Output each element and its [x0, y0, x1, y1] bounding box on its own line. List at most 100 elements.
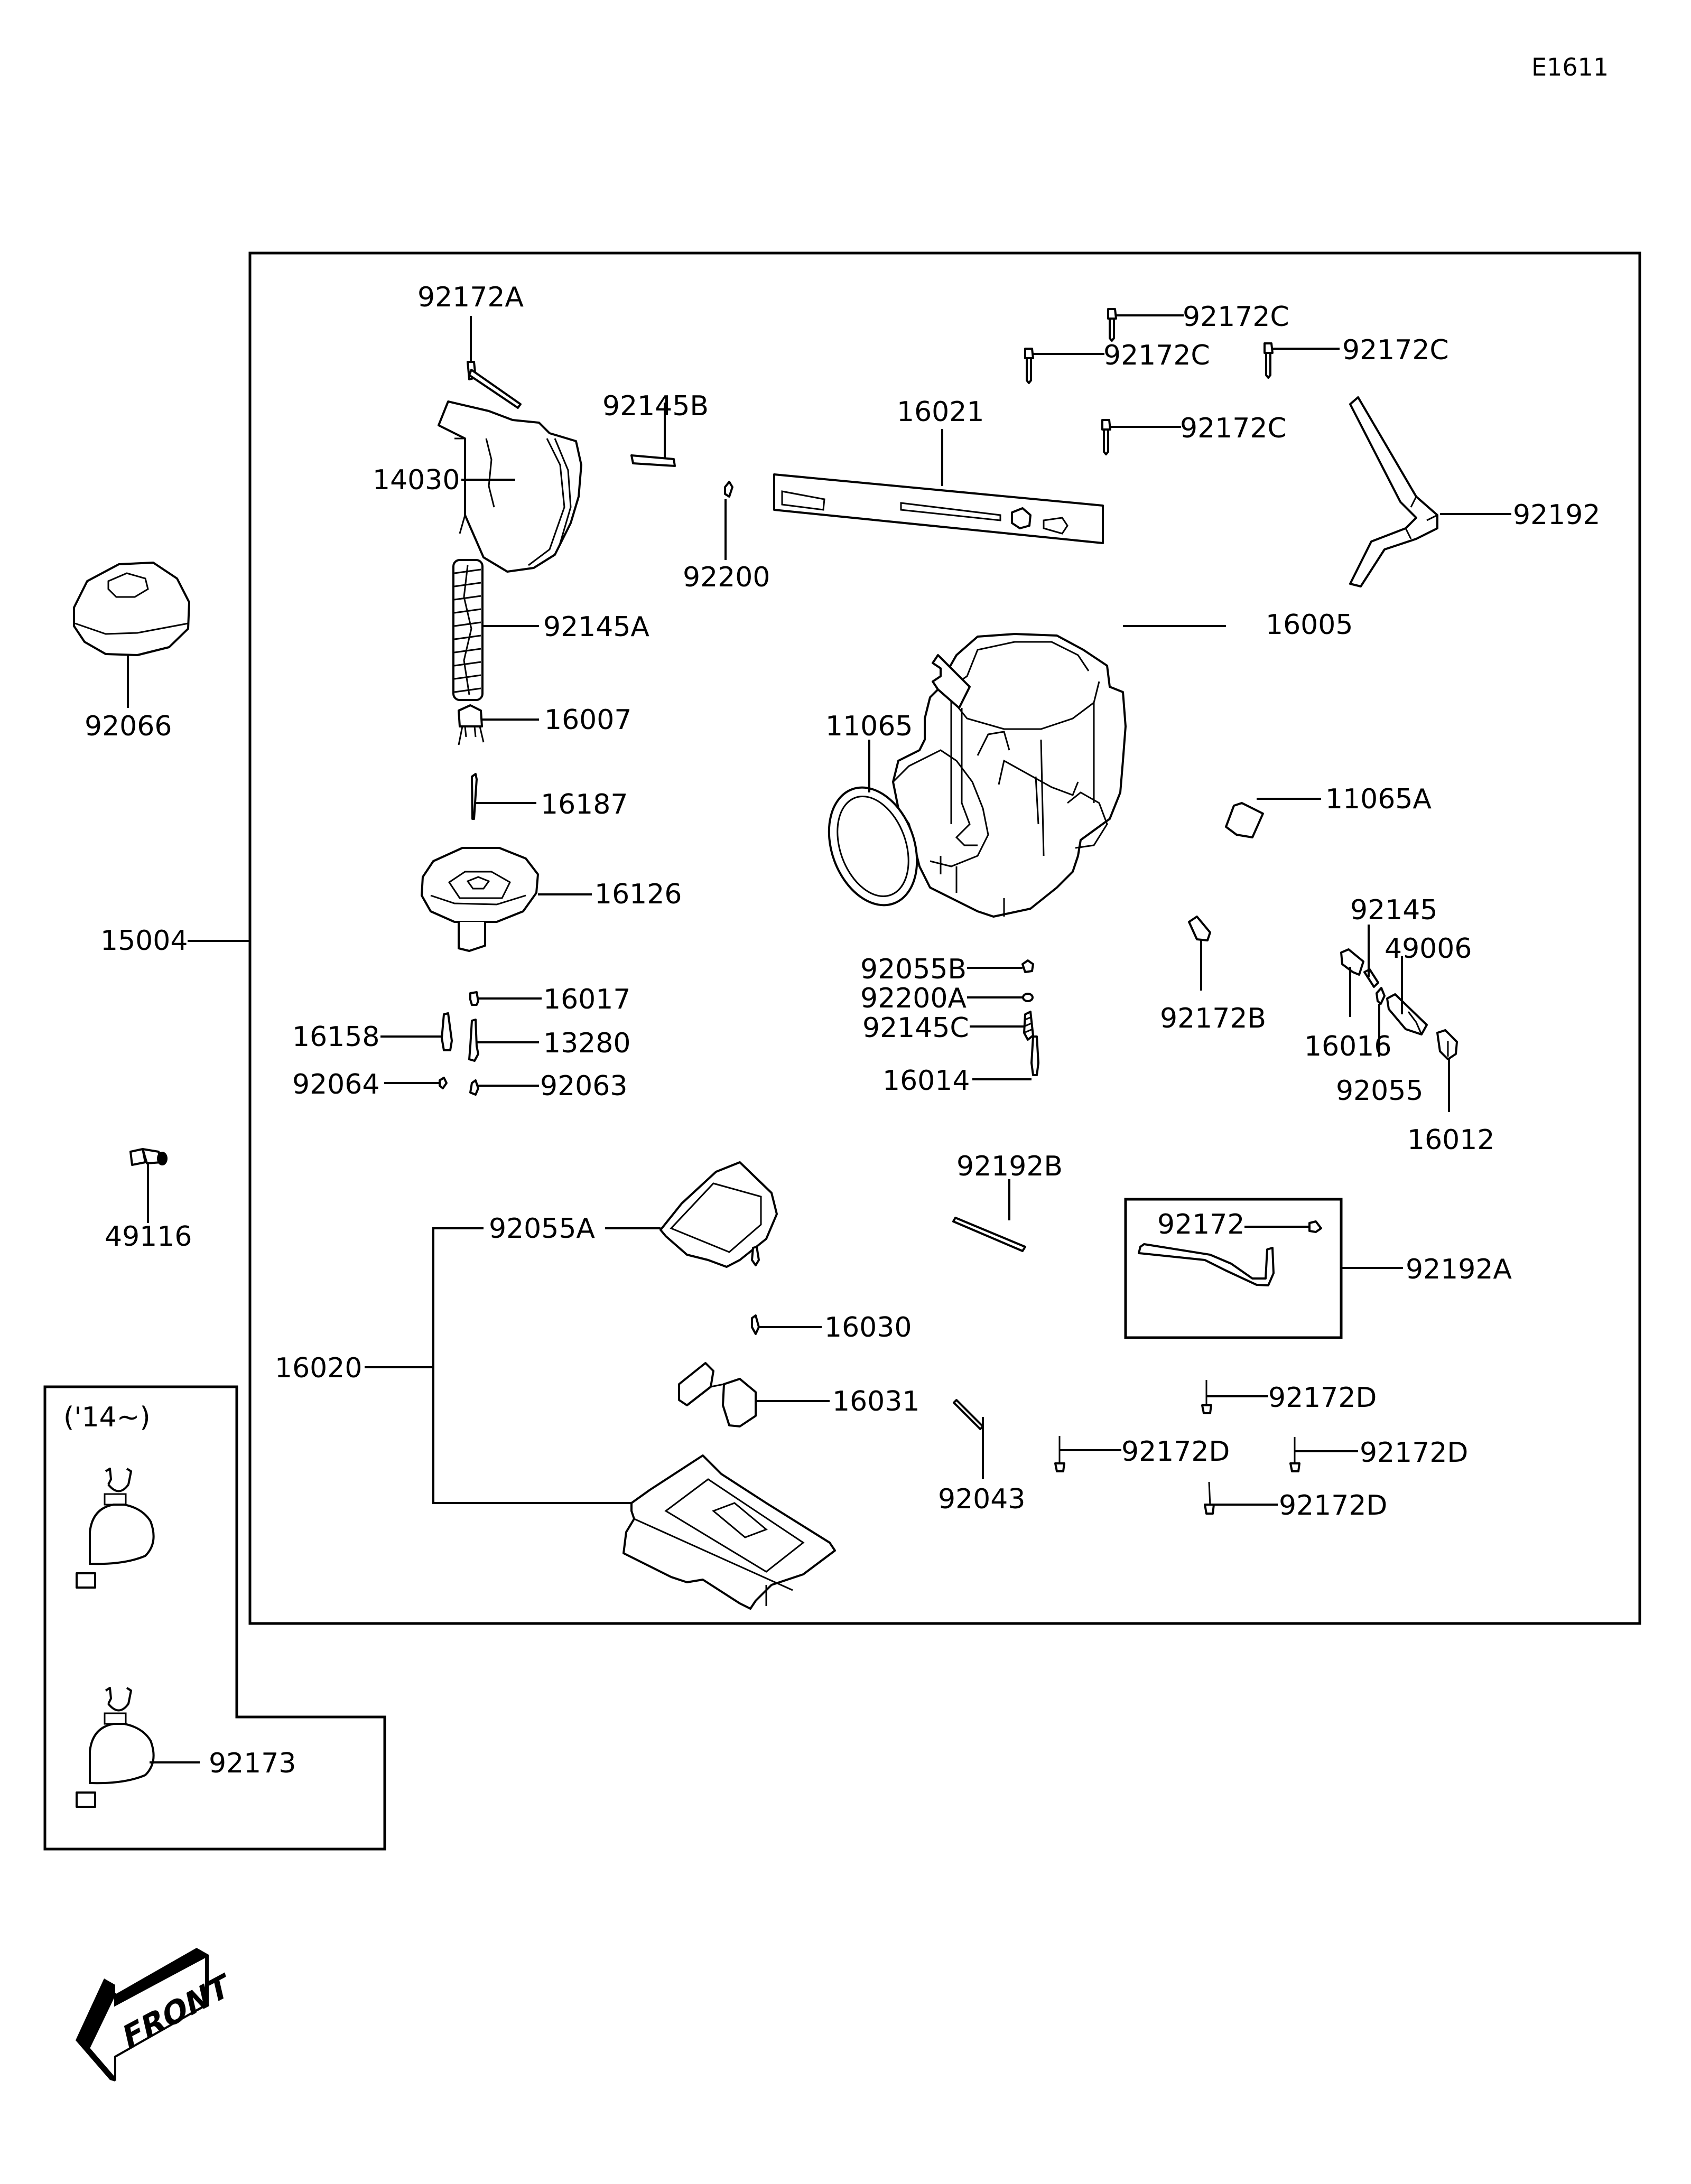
- part-92192A-hose[interactable]: [1138, 1243, 1275, 1286]
- part-92172A-screw[interactable]: [467, 361, 522, 409]
- part-92172D-screw-4[interactable]: [1204, 1481, 1215, 1515]
- callout-16012[interactable]: 16012: [1407, 1124, 1494, 1156]
- callout-92066[interactable]: 92066: [85, 711, 172, 742]
- callout-14030[interactable]: 14030: [373, 464, 460, 496]
- part-92173-clamp-2[interactable]: [76, 1687, 155, 1808]
- part-92173-clamp-1[interactable]: [76, 1468, 155, 1589]
- callout-92172B[interactable]: 92172B: [1160, 1003, 1266, 1034]
- callout-92200[interactable]: 92200: [683, 562, 770, 593]
- callout-92145[interactable]: 92145: [1350, 894, 1437, 926]
- callout-16020[interactable]: 16020: [275, 1352, 362, 1384]
- part-92192-hose[interactable]: [1349, 396, 1438, 587]
- part-16158-jet[interactable]: [441, 1012, 453, 1051]
- callout-92055B[interactable]: 92055B: [860, 954, 967, 985]
- part-16005-carburetor[interactable]: [892, 633, 1127, 918]
- callout-16016[interactable]: 16016: [1304, 1031, 1391, 1062]
- part-92200A-washer[interactable]: [1022, 993, 1034, 1002]
- part-92200-washer[interactable]: [724, 481, 733, 498]
- part-16020-float-bowl[interactable]: [622, 1454, 836, 1610]
- callout-92200A[interactable]: 92200A: [860, 983, 967, 1014]
- part-92172C-screw-1[interactable]: [1107, 308, 1117, 342]
- part-11065-ring[interactable]: [813, 775, 932, 917]
- callout-92172C-2[interactable]: 92172C: [1103, 340, 1210, 371]
- part-92172C-screw-2[interactable]: [1024, 348, 1034, 384]
- callout-92055A[interactable]: 92055A: [489, 1213, 595, 1245]
- part-16126-diaphragm[interactable]: [421, 847, 539, 952]
- part-49006-plunger[interactable]: [1386, 993, 1428, 1035]
- callout-92043[interactable]: 92043: [938, 1483, 1025, 1515]
- callout-13280[interactable]: 13280: [543, 1028, 630, 1059]
- part-13280-needle-jet[interactable]: [468, 1019, 479, 1062]
- callout-92192B[interactable]: 92192B: [956, 1151, 1063, 1182]
- callout-92172D-1[interactable]: 92172D: [1268, 1382, 1377, 1414]
- callout-16187[interactable]: 16187: [541, 789, 628, 820]
- part-11065A-fitting[interactable]: [1225, 802, 1264, 838]
- part-92172-clip[interactable]: [1308, 1220, 1322, 1233]
- callout-49006[interactable]: 49006: [1385, 933, 1472, 965]
- part-16187-needle[interactable]: [471, 773, 478, 820]
- part-16016-valve[interactable]: [1340, 948, 1364, 976]
- part-92145B-pin[interactable]: [630, 454, 676, 467]
- part-92172B-screw[interactable]: [1188, 916, 1211, 941]
- callout-16007[interactable]: 16007: [544, 704, 631, 736]
- callout-92172D-3[interactable]: 92172D: [1360, 1437, 1468, 1469]
- part-92064-washer[interactable]: [439, 1077, 448, 1089]
- callout-92192[interactable]: 92192: [1513, 499, 1600, 531]
- part-16030-pin[interactable]: [751, 1246, 760, 1266]
- part-16005-bracket[interactable]: [932, 654, 978, 846]
- front-arrow-icon: FRONT: [76, 1948, 232, 2082]
- part-16014-screw[interactable]: [1030, 1035, 1039, 1076]
- callout-92172C-3[interactable]: 92172C: [1342, 334, 1449, 366]
- part-92055-oring[interactable]: [1376, 987, 1386, 1005]
- part-16031-float[interactable]: [678, 1362, 757, 1427]
- part-16017-seat[interactable]: [469, 991, 479, 1006]
- callout-92064[interactable]: 92064: [292, 1069, 379, 1100]
- callout-11065A[interactable]: 11065A: [1325, 783, 1432, 815]
- part-92063-oring[interactable]: [469, 1079, 479, 1096]
- callout-92172C-4[interactable]: 92172C: [1180, 413, 1287, 444]
- callout-92063[interactable]: 92063: [540, 1070, 627, 1102]
- callout-92055[interactable]: 92055: [1336, 1075, 1423, 1107]
- callout-92172A[interactable]: 92172A: [417, 282, 524, 313]
- callout-16126[interactable]: 16126: [594, 879, 682, 910]
- callout-16017[interactable]: 16017: [543, 984, 630, 1015]
- part-92192B-tube[interactable]: [952, 1217, 1026, 1252]
- callout-92173[interactable]: 92173: [209, 1748, 296, 1779]
- part-92145C-spring[interactable]: [1023, 1011, 1034, 1041]
- callout-16030[interactable]: 16030: [824, 1312, 912, 1343]
- callout-92145A[interactable]: 92145A: [543, 611, 649, 643]
- part-92172D-screw-3[interactable]: [1289, 1437, 1300, 1472]
- part-92055A-gasket[interactable]: [659, 1161, 778, 1268]
- part-16012-cap[interactable]: [1436, 1029, 1458, 1060]
- part-14030-cover[interactable]: [438, 400, 582, 573]
- callout-16014[interactable]: 16014: [882, 1065, 970, 1097]
- callout-92145B[interactable]: 92145B: [602, 390, 709, 422]
- part-16007-holder[interactable]: [458, 704, 485, 745]
- callout-15004[interactable]: 15004: [100, 925, 188, 957]
- part-92145A-spring[interactable]: [452, 559, 484, 701]
- part-92043-pin[interactable]: [953, 1399, 984, 1430]
- callout-49116[interactable]: 49116: [105, 1221, 192, 1253]
- part-92172D-screw-2[interactable]: [1054, 1436, 1065, 1472]
- part-49116-fitting[interactable]: [129, 1148, 168, 1166]
- callout-92192A[interactable]: 92192A: [1406, 1254, 1512, 1285]
- part-92172C-screw-3[interactable]: [1263, 342, 1274, 379]
- part-92066-cap[interactable]: [73, 562, 190, 656]
- part-92172D-screw-1[interactable]: [1201, 1380, 1212, 1414]
- callout-16031[interactable]: 16031: [832, 1386, 919, 1417]
- callout-92172D-2[interactable]: 92172D: [1121, 1436, 1230, 1468]
- inset-note: ('14~): [63, 1402, 151, 1433]
- part-16021-throttle-plate[interactable]: [773, 473, 1104, 544]
- callout-92172D-4[interactable]: 92172D: [1279, 1490, 1387, 1522]
- callout-92172C-1[interactable]: 92172C: [1183, 301, 1289, 333]
- part-92145-spring[interactable]: [1363, 968, 1379, 988]
- part-92055B-oring[interactable]: [1021, 959, 1034, 973]
- callout-11065[interactable]: 11065: [825, 711, 913, 742]
- callout-16158[interactable]: 16158: [292, 1021, 379, 1053]
- callout-92145C[interactable]: 92145C: [862, 1012, 969, 1044]
- callout-16005[interactable]: 16005: [1266, 609, 1353, 641]
- callout-92172[interactable]: 92172: [1157, 1209, 1244, 1240]
- callout-16021[interactable]: 16021: [897, 396, 984, 428]
- part-16030-pin-marker[interactable]: [751, 1314, 760, 1335]
- part-92172C-screw-4[interactable]: [1101, 419, 1111, 455]
